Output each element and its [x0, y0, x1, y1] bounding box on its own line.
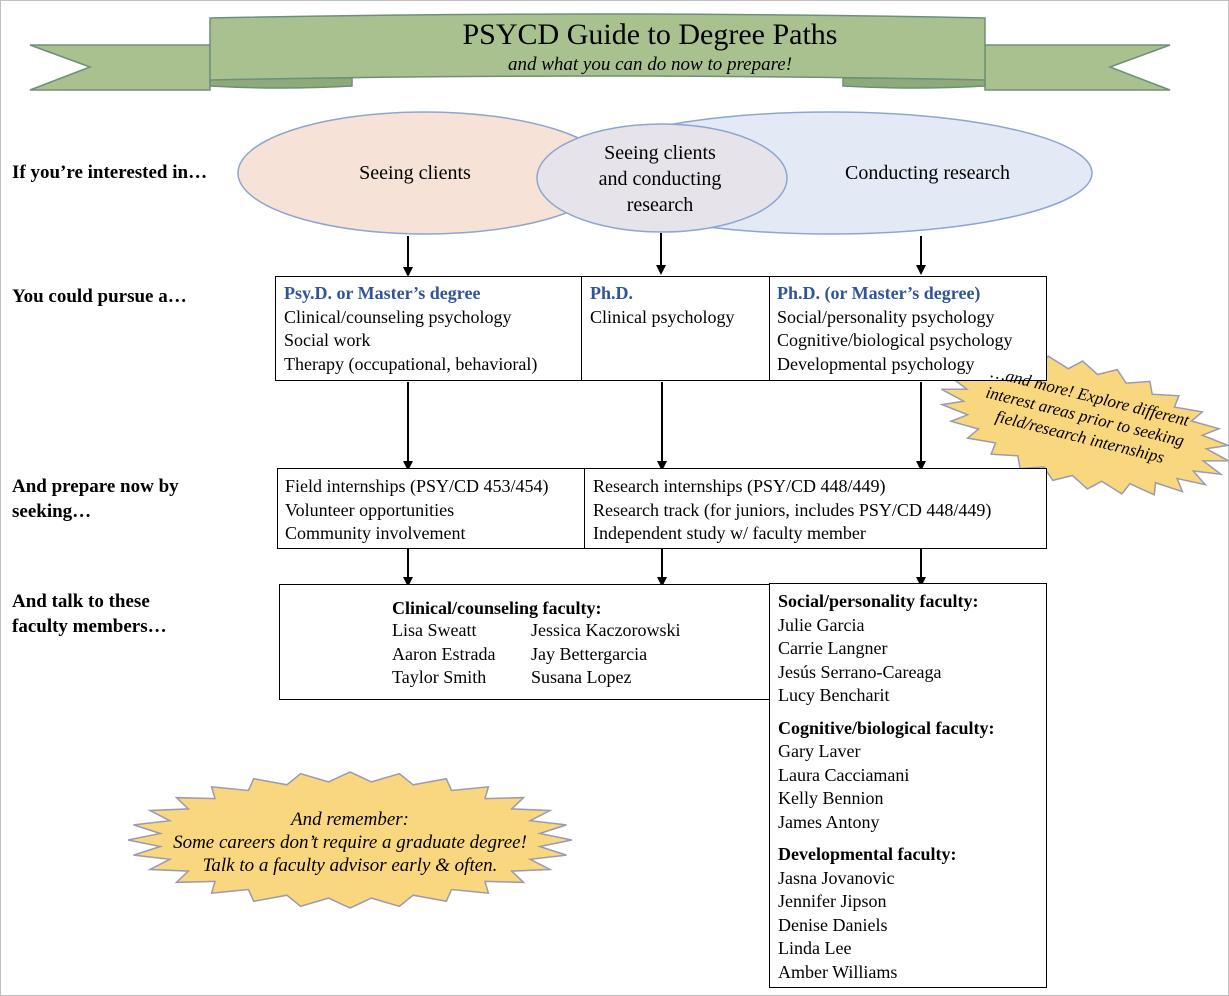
faculty-name: James Antony [778, 811, 880, 832]
flow-arrows [403, 233, 926, 587]
row-label-prepare: And prepare now by seeking… [12, 474, 179, 524]
degree-heading: Psy.D. or Master’s degree [284, 283, 481, 303]
degree-item: Clinical psychology [590, 306, 735, 327]
faculty-name: Kelly Bennion [778, 788, 884, 808]
banner-left-tail [29, 44, 211, 91]
row-label-prepare-line1: And prepare now by [12, 476, 179, 497]
venn-middle-line3: research [626, 194, 694, 216]
remember-callout-star [127, 771, 573, 909]
prepare-item: Research track (for juniors, includes PS… [593, 499, 992, 520]
faculty-name: Jennifer Jipson [778, 891, 887, 911]
degree-item: Cognitive/biological psychology [777, 330, 1013, 350]
prepare-item: Community involvement [285, 523, 466, 543]
remember-callout-line: And remember: [290, 809, 409, 830]
venn-middle-label: Seeing clients and conducting research [560, 140, 760, 218]
faculty-name: Jesús Serrano-Careaga [778, 661, 942, 682]
row-label-interest: If you’re interested in… [12, 162, 208, 183]
row-label-talk: And talk to these faculty members… [12, 589, 167, 639]
prepare-item: Field internships (PSY/CD 453/454) [285, 476, 549, 496]
faculty-name: Linda Lee [778, 938, 852, 958]
row-label-pursue: You could pursue a… [12, 286, 187, 307]
faculty-name: Julie Garcia [778, 614, 865, 635]
clinical-faculty-heading: Clinical/counseling faculty: [392, 598, 602, 618]
venn-right-label: Conducting research [845, 162, 1010, 184]
degree-item: Developmental psychology [777, 353, 975, 374]
degree-heading: Ph.D. [590, 283, 634, 303]
faculty-name: Susana Lopez [531, 667, 632, 687]
venn-left-label: Seeing clients [359, 162, 471, 184]
faculty-name: Carrie Langner [778, 638, 888, 658]
venn-middle-line1: Seeing clients [604, 142, 716, 164]
degree-heading: Ph.D. (or Master’s degree) [777, 283, 981, 303]
prepare-item: Research internships (PSY/CD 448/449) [593, 476, 886, 496]
faculty-name: Jay Bettergarcia [531, 643, 648, 664]
degree-box-phd: Ph.D. Clinical psychology [581, 276, 770, 381]
degree-box-psyd: Psy.D. or Master’s degree Clinical/couns… [275, 276, 582, 381]
page-subtitle: and what you can do now to prepare! [507, 54, 793, 75]
banner-right-fold [842, 77, 986, 89]
prepare-item: Volunteer opportunities [285, 499, 455, 520]
faculty-name: Gary Laver [778, 741, 861, 761]
faculty-group-heading: Developmental faculty: [778, 844, 957, 864]
banner-right-tail [984, 44, 1171, 91]
faculty-name: Taylor Smith [392, 667, 487, 687]
banner-left-fold [209, 77, 353, 89]
faculty-group-heading: Cognitive/biological faculty: [778, 717, 995, 738]
faculty-group-heading: Social/personality faculty: [778, 591, 979, 611]
degree-item: Social work [284, 330, 371, 350]
faculty-name: Amber Williams [778, 961, 898, 982]
faculty-name: Laura Cacciamani [778, 764, 910, 785]
row-label-prepare-line2: seeking… [12, 501, 92, 522]
faculty-name: Aaron Estrada [392, 643, 496, 664]
prepare-item: Independent study w/ faculty member [593, 523, 866, 543]
title-banner [29, 13, 1171, 91]
degree-item: Clinical/counseling psychology [284, 306, 512, 327]
clinical-faculty-col-b: Jessica Kaczorowski Jay Bettergarcia Sus… [531, 619, 680, 690]
venn-middle-line2: and conducting [598, 168, 722, 190]
degree-box-phd-masters: Ph.D. (or Master’s degree) Social/person… [769, 276, 1047, 381]
remember-callout-text: And remember: Some careers don’t require… [140, 808, 560, 877]
prepare-box-field: Field internships (PSY/CD 453/454) Volun… [277, 468, 585, 549]
page-title: PSYCD Guide to Degree Paths [462, 18, 838, 51]
degree-item: Social/personality psychology [777, 306, 995, 327]
row-label-talk-line1: And talk to these [12, 591, 150, 612]
remember-callout-line: Some careers don’t require a graduate de… [173, 832, 527, 853]
venn-middle-ellipse [536, 123, 788, 233]
faculty-name: Lisa Sweatt [392, 620, 477, 640]
degree-item: Therapy (occupational, behavioral) [284, 353, 538, 374]
faculty-name: Jessica Kaczorowski [531, 620, 681, 640]
faculty-name: Denise Daniels [778, 914, 888, 935]
faculty-name: Jasna Jovanovic [778, 867, 895, 888]
prepare-box-research: Research internships (PSY/CD 448/449) Re… [584, 468, 1047, 549]
row-label-talk-line2: faculty members… [12, 616, 167, 637]
remember-callout-line: Talk to a faculty advisor early & often. [202, 855, 498, 876]
banner-body [209, 13, 986, 81]
research-faculty-box: Social/personality faculty: Julie Garcia… [769, 583, 1047, 988]
clinical-faculty-box: Clinical/counseling faculty: Lisa Sweatt… [279, 584, 771, 700]
clinical-faculty-col-a: Lisa Sweatt Aaron Estrada Taylor Smith [392, 619, 495, 690]
faculty-name: Lucy Bencharit [778, 685, 890, 705]
more-callout-star [939, 354, 1229, 496]
